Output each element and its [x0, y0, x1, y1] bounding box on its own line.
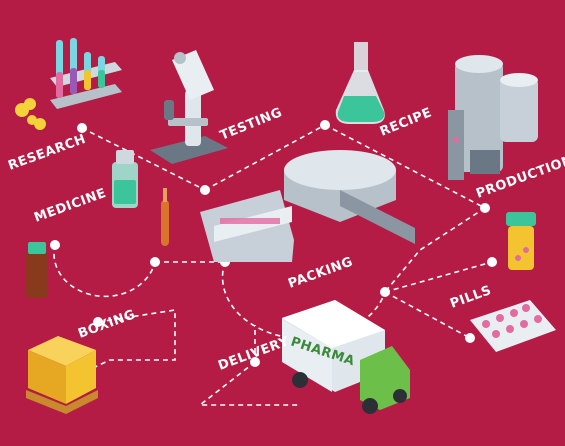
node	[480, 203, 490, 213]
path-pills-lower	[384, 291, 471, 339]
boxes-pallet-icon	[26, 336, 98, 414]
path-testing-recipe	[204, 124, 326, 191]
node	[380, 287, 390, 297]
node	[320, 120, 330, 130]
flower-icon	[15, 98, 46, 130]
medicine-bottle-icon	[112, 150, 138, 208]
label-packing: PACKING	[286, 254, 355, 291]
ampoule-icon	[161, 188, 169, 246]
label-medicine: MEDICINE	[32, 186, 108, 226]
path-pills-right	[384, 261, 493, 293]
node	[465, 333, 475, 343]
node	[50, 240, 60, 250]
label-research: RESEARCH	[6, 132, 88, 174]
label-boxing: BOXING	[76, 307, 137, 342]
delivery-truck-icon	[282, 300, 410, 414]
node	[150, 257, 160, 267]
path-boxing	[77, 309, 176, 376]
flask-icon	[335, 42, 385, 124]
label-delivery: DELIVERY	[216, 334, 291, 374]
blister-pack-icon	[470, 300, 556, 352]
test-tubes-icon	[50, 38, 122, 109]
node	[93, 317, 103, 327]
path-medicine-ring	[53, 244, 156, 298]
node	[487, 257, 497, 267]
connector-nodes	[50, 120, 497, 367]
medicine-jar-icon	[26, 242, 48, 298]
label-pills: PILLS	[448, 283, 493, 312]
node	[250, 357, 260, 367]
path-recipe-production	[324, 124, 486, 209]
label-recipe: RECIPE	[378, 105, 434, 139]
microscope-icon	[150, 50, 228, 164]
node	[200, 185, 210, 195]
node	[77, 123, 87, 133]
path-research-testing	[81, 127, 206, 191]
label-testing: TESTING	[218, 105, 285, 144]
path-delivery	[197, 361, 300, 406]
packing-machine-icon	[200, 150, 415, 262]
production-tanks-icon	[448, 55, 538, 180]
pill-bottle-icon	[506, 212, 536, 270]
